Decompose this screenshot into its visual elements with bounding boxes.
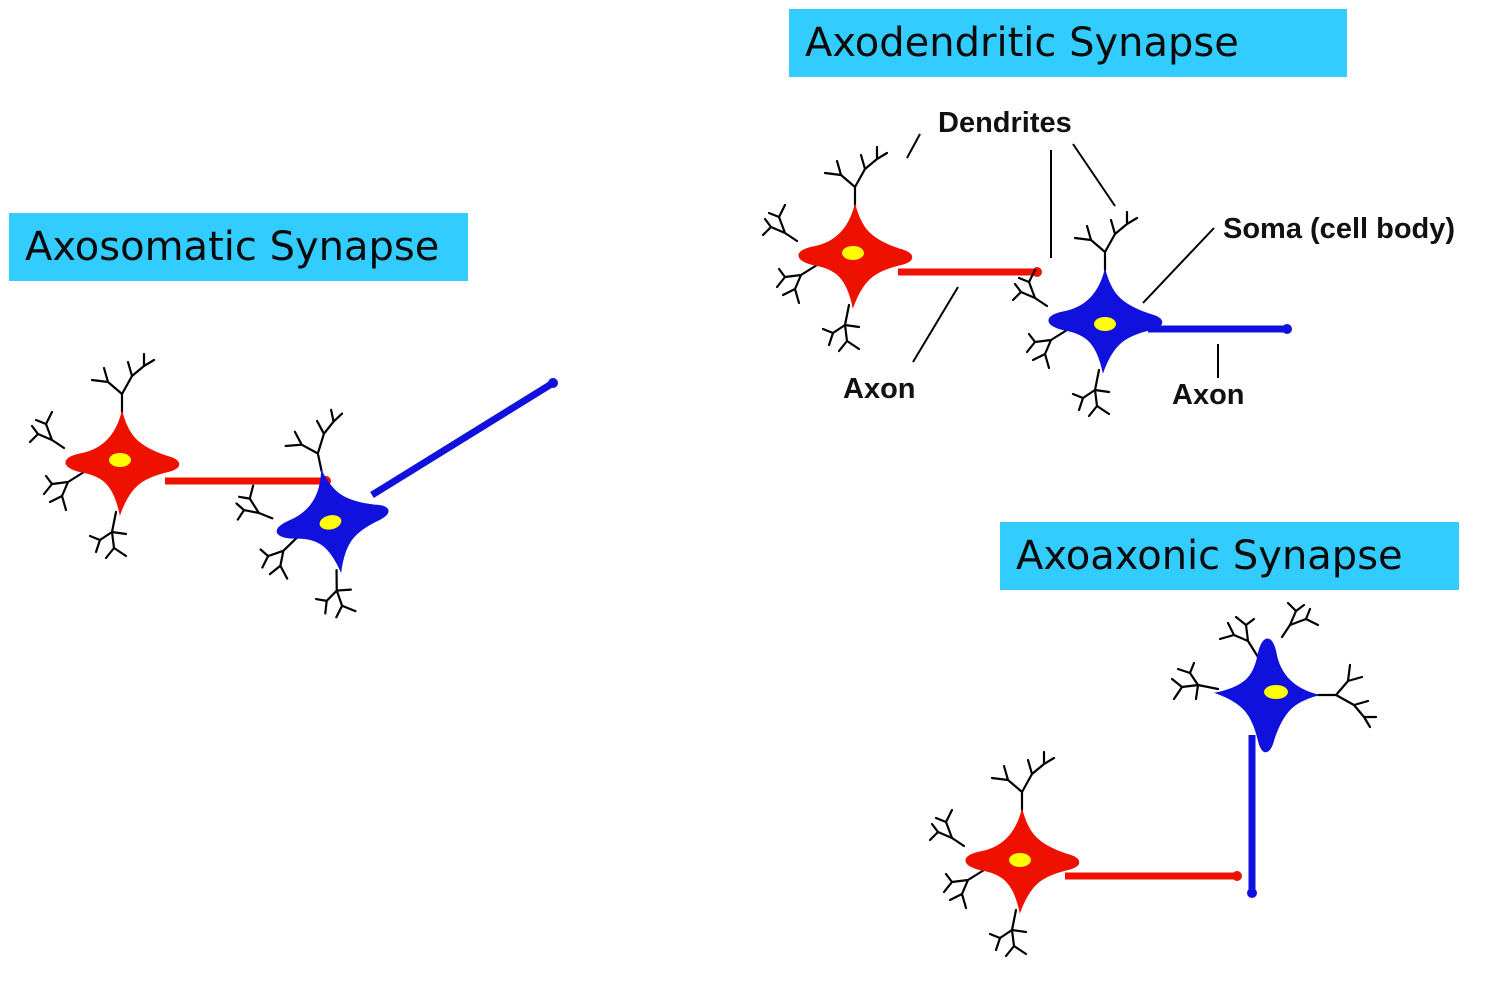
axon-leader-line bbox=[912, 286, 959, 363]
axoaxonic-title-text: Axoaxonic Synapse bbox=[1016, 533, 1403, 579]
dendrites-leader-line bbox=[1072, 143, 1116, 207]
axodendritic-panel: Dendrites Soma (cell body) Axon Axon bbox=[761, 107, 1455, 418]
axosomatic-postsynaptic-axon bbox=[370, 380, 555, 498]
axosomatic-presynaptic-neuron bbox=[28, 352, 180, 560]
axosomatic-title-text: Axosomatic Synapse bbox=[25, 224, 440, 270]
axodendritic-presynaptic-neuron bbox=[761, 145, 913, 353]
axoaxonic-title: Axoaxonic Synapse bbox=[1000, 522, 1459, 590]
axoaxonic-axon-terminal bbox=[1232, 871, 1242, 881]
soma-label: Soma (cell body) bbox=[1223, 213, 1455, 245]
dendrites-leader-line bbox=[906, 133, 921, 159]
nucleus bbox=[109, 453, 131, 467]
axodendritic-postsynaptic-axon-end bbox=[1282, 324, 1292, 334]
axoaxonic-postsynaptic-axon-end bbox=[1247, 888, 1257, 898]
dendrites-label: Dendrites bbox=[938, 107, 1072, 139]
axodendritic-postsynaptic-neuron bbox=[1011, 210, 1163, 418]
postsynaptic-axon-label: Axon bbox=[1172, 379, 1245, 411]
nucleus bbox=[1009, 853, 1031, 867]
nucleus bbox=[1094, 317, 1116, 331]
nucleus bbox=[842, 246, 864, 260]
soma-leader-line bbox=[1142, 227, 1215, 304]
axodendritic-title-text: Axodendritic Synapse bbox=[805, 20, 1239, 66]
axosomatic-postsynaptic-axon-end bbox=[548, 378, 558, 388]
axoaxonic-presynaptic-neuron bbox=[928, 750, 1080, 958]
axodendritic-leader-lines bbox=[906, 133, 1219, 378]
axosomatic-panel bbox=[28, 352, 558, 635]
nucleus bbox=[319, 515, 342, 530]
axoaxonic-panel bbox=[928, 601, 1378, 958]
nucleus bbox=[1264, 685, 1288, 699]
axosomatic-title: Axosomatic Synapse bbox=[9, 213, 468, 281]
presynaptic-axon-label: Axon bbox=[843, 373, 916, 405]
axodendritic-title: Axodendritic Synapse bbox=[789, 9, 1347, 77]
axoaxonic-postsynaptic-neuron bbox=[1170, 601, 1378, 753]
axosomatic-postsynaptic-neuron bbox=[218, 406, 399, 635]
